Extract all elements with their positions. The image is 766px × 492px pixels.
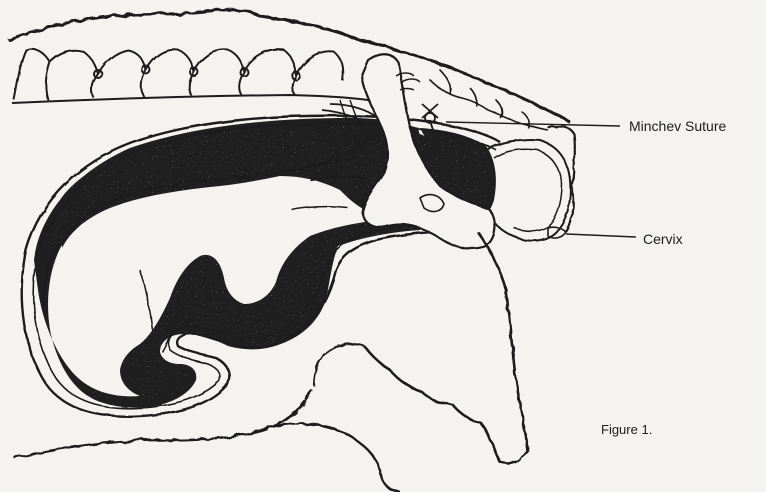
hindlimb-inner [314, 344, 364, 386]
tail-segments [430, 70, 548, 130]
udder-contour [270, 424, 400, 492]
figure-caption: Figure 1. [601, 422, 652, 437]
back-outline [8, 10, 570, 122]
spine-base-line [12, 95, 380, 103]
minchev-leader-line [446, 122, 620, 126]
cervix-label: Cervix [643, 231, 683, 247]
hindlimb-outline [364, 232, 528, 464]
cervix-leader-line [566, 234, 636, 237]
vaginal-canal-inner [494, 149, 562, 231]
vertebrae [14, 49, 343, 100]
minchev-suture-label: Minchev Suture [629, 118, 726, 134]
